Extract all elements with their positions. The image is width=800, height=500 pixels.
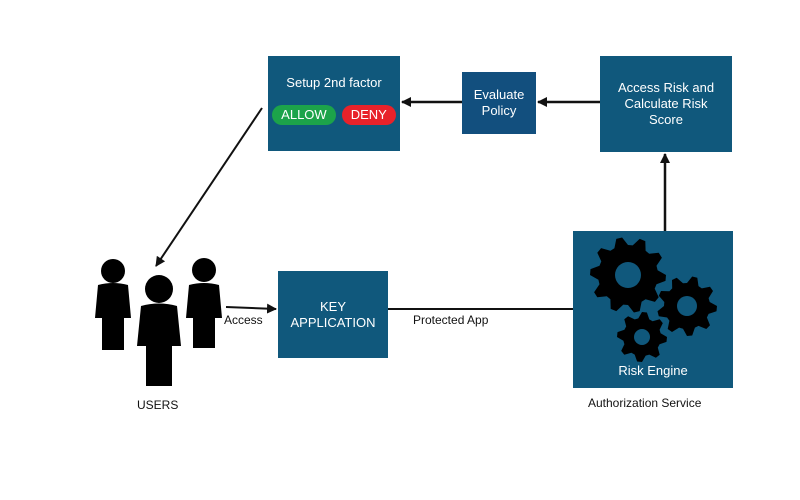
setup-2nd-factor-box: Setup 2nd factor ALLOW DENY (268, 56, 400, 151)
gears-icon (590, 237, 717, 362)
allow-badge: ALLOW (272, 105, 336, 125)
access-risk-box: Access Risk and Calculate Risk Score (600, 56, 732, 152)
decision-pills: ALLOW DENY (272, 105, 396, 125)
key-application-box: KEY APPLICATION (278, 271, 388, 358)
authorization-service-label: Authorization Service (588, 396, 702, 410)
arrow-setup-to-users (155, 107, 263, 267)
gear-large (590, 237, 666, 313)
gear-medium (657, 276, 717, 336)
evaluate-policy-title: Evaluate Policy (473, 87, 525, 118)
gear-small (617, 312, 667, 362)
setup-2nd-factor-title: Setup 2nd factor (286, 75, 382, 90)
risk-engine-title: Risk Engine (618, 363, 688, 378)
users-group-icon (95, 258, 222, 386)
access-risk-title: Access Risk and Calculate Risk Score (617, 80, 715, 127)
access-label: Access (224, 313, 263, 327)
protected-app-label: Protected App (413, 313, 489, 327)
users-label: USERS (137, 398, 179, 412)
key-application-title: KEY APPLICATION (290, 298, 376, 330)
risk-engine-box: Risk Engine (573, 231, 733, 388)
arrow-users-to-key (225, 303, 277, 314)
deny-badge: DENY (341, 105, 396, 125)
evaluate-policy-box: Evaluate Policy (462, 72, 536, 134)
